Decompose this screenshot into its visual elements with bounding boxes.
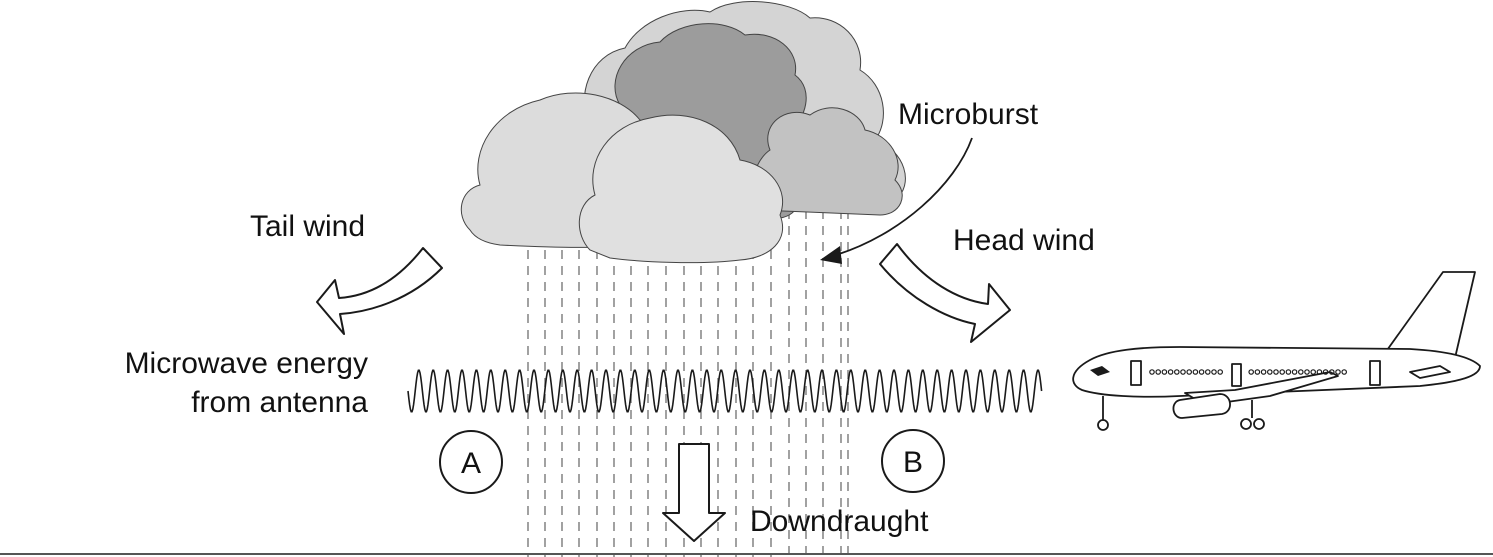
aircraft-window bbox=[1316, 369, 1323, 375]
airliner-icon bbox=[1072, 271, 1481, 431]
tail-wind-arrow-icon bbox=[316, 247, 443, 335]
aircraft-window bbox=[1205, 369, 1211, 375]
aircraft-window bbox=[1161, 369, 1168, 375]
aircraft-window bbox=[1329, 369, 1335, 375]
aircraft-window bbox=[1335, 369, 1341, 375]
downdraught-label: Downdraught bbox=[750, 505, 929, 538]
aircraft-window bbox=[1186, 369, 1193, 375]
aircraft-windows bbox=[1149, 369, 1348, 375]
aircraft-window bbox=[1285, 369, 1292, 375]
point-b-marker: B bbox=[881, 429, 945, 493]
downdraught-arrow-icon bbox=[662, 443, 726, 542]
aircraft-window bbox=[1198, 369, 1205, 375]
head-wind-label: Head wind bbox=[953, 224, 1095, 257]
aircraft-window bbox=[1298, 369, 1304, 375]
aircraft-window bbox=[1322, 369, 1329, 375]
rain-shaft bbox=[527, 210, 849, 557]
aircraft-window bbox=[1155, 369, 1162, 375]
aircraft-window bbox=[1211, 369, 1217, 375]
microwave-signal bbox=[407, 369, 1043, 413]
aircraft-window bbox=[1167, 369, 1174, 375]
aircraft-window bbox=[1260, 369, 1267, 375]
microwave-label-line2: from antenna bbox=[191, 386, 368, 419]
aircraft-window bbox=[1217, 369, 1224, 375]
aircraft-window bbox=[1304, 369, 1310, 375]
microburst-pointer-arrow bbox=[820, 137, 973, 264]
aircraft-window bbox=[1174, 369, 1180, 375]
aircraft-window bbox=[1310, 369, 1317, 375]
aircraft-window bbox=[1149, 369, 1155, 375]
aircraft-window bbox=[1192, 369, 1199, 375]
point-b-label: B bbox=[903, 446, 923, 479]
aircraft-window bbox=[1341, 369, 1348, 375]
microburst-label: Microburst bbox=[898, 98, 1039, 131]
tail-wind-label: Tail wind bbox=[250, 210, 365, 243]
aircraft-window bbox=[1273, 369, 1279, 375]
head-wind-arrow-icon bbox=[879, 243, 1011, 343]
point-a-label: A bbox=[461, 447, 481, 480]
aircraft-window bbox=[1267, 369, 1273, 375]
aircraft-window bbox=[1254, 369, 1261, 375]
aircraft-window bbox=[1180, 369, 1186, 375]
storm-cloud-icon bbox=[460, 1, 906, 264]
aircraft-window bbox=[1279, 369, 1286, 375]
aircraft-window bbox=[1291, 369, 1298, 375]
microwave-label-line1: Microwave energy bbox=[125, 347, 368, 380]
aircraft-window bbox=[1248, 369, 1255, 375]
point-a-marker: A bbox=[439, 430, 503, 494]
